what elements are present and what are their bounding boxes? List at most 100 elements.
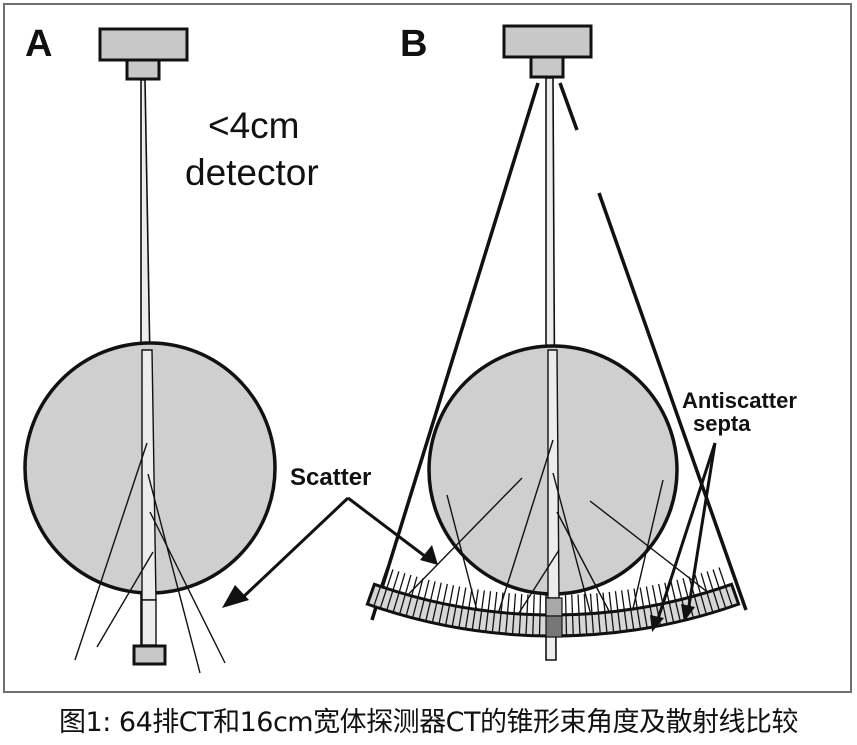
antiscatter-septum	[417, 578, 424, 598]
detector-cell-divider	[584, 613, 588, 636]
antiscatter-septum	[481, 590, 485, 611]
antiscatter-septum	[436, 582, 442, 603]
antiscatter-septum	[627, 589, 632, 610]
detector-cell-divider	[418, 599, 425, 620]
detector-cell-divider	[597, 613, 601, 635]
antiscatter-septum	[493, 591, 498, 612]
detector-cell-divider	[471, 609, 476, 631]
antiscatter-septum	[411, 576, 418, 597]
antiscatter-septum	[712, 569, 720, 589]
detector-cell-divider	[532, 614, 535, 636]
primary-detector-cell	[545, 615, 563, 638]
antiscatter-septum	[682, 578, 689, 598]
antiscatter-annotation: Antiscatter septa	[650, 388, 797, 632]
antiscatter-septum	[442, 583, 448, 604]
detector-cell-divider	[693, 595, 701, 617]
scatter-rays-a	[74, 442, 226, 674]
panel-b-label: B	[400, 23, 427, 65]
detector-cell-divider	[724, 586, 733, 607]
septa-label: septa	[693, 411, 751, 436]
antiscatter-septum	[614, 591, 619, 612]
arrowhead-left-icon	[222, 585, 249, 608]
antiscatter-septum	[621, 590, 625, 611]
detector-cell-divider	[511, 613, 515, 635]
detector-cell-divider	[662, 603, 668, 625]
panel-a: A <4cm detector	[23, 23, 319, 674]
detector-a-size: <4cm	[208, 105, 300, 146]
detector-cell-divider	[525, 614, 528, 636]
xray-tube-a-icon	[98, 27, 189, 81]
detector-cell-divider	[538, 614, 541, 636]
antiscatter-septum	[589, 593, 593, 614]
detector-cell-divider	[451, 606, 457, 627]
detector-cell-divider	[405, 595, 413, 617]
detector-cell-divider	[623, 610, 628, 632]
antiscatter-septum	[455, 586, 461, 607]
antiscatter-septum	[392, 571, 400, 591]
antiscatter-septum	[602, 592, 606, 613]
antiscatter-septum	[639, 587, 645, 608]
antiscatter-septum	[461, 587, 467, 608]
scatter-annotation: Scatter	[222, 464, 438, 608]
antiscatter-septum	[645, 586, 651, 607]
detector-cell-divider	[604, 612, 608, 634]
detector-cell-divider	[591, 613, 595, 635]
antiscatter-septum	[506, 593, 510, 614]
detector-a	[132, 644, 167, 666]
detector-cell-divider	[491, 611, 496, 633]
detector-cell-divider	[373, 586, 382, 607]
antiscatter-septum	[658, 583, 664, 604]
xray-tube-b-icon	[502, 24, 593, 79]
detector-cell-divider	[578, 614, 581, 636]
detector-cell-divider	[565, 614, 568, 636]
scatter-label: Scatter	[290, 464, 371, 491]
antiscatter-septum	[379, 567, 388, 587]
antiscatter-septum	[583, 594, 587, 615]
antiscatter-septum	[519, 594, 523, 615]
antiscatter-septum	[670, 581, 677, 601]
antiscatter-septum	[706, 571, 714, 591]
detector-cell-divider	[518, 613, 522, 636]
antiscatter-septum	[571, 594, 574, 615]
detector-cell-divider	[464, 608, 470, 630]
antiscatter-septum	[429, 581, 436, 601]
antiscatter-septum	[700, 573, 708, 593]
detector-cell-divider	[484, 610, 489, 632]
antiscatter-septum	[398, 573, 406, 593]
antiscatter-septum	[468, 588, 473, 609]
antiscatter-septum	[474, 589, 479, 610]
arrowhead-right-icon	[420, 545, 438, 565]
detector-cell-divider	[425, 600, 432, 622]
detector-cell-divider	[610, 611, 615, 633]
scatter-arrows	[238, 496, 431, 602]
antiscatter-septum	[526, 594, 529, 615]
detector-cell-divider	[630, 609, 635, 631]
antiscatter-septum	[423, 579, 430, 600]
detector-cell-divider	[386, 590, 394, 611]
antiscatter-septum	[448, 585, 455, 606]
detector-cell-divider	[438, 603, 444, 625]
detector-cell-divider	[444, 604, 451, 626]
detector-cell-divider	[505, 613, 509, 635]
detector-cell-divider	[617, 610, 622, 632]
detector-cell-divider	[674, 600, 681, 622]
figure-caption: 图1: 64排CT和16cm宽体探测器CT的锥形束角度及散射线比较	[59, 707, 798, 738]
detector-cell-divider	[571, 614, 574, 636]
antiscatter-septum	[532, 594, 535, 615]
detector-cell-divider	[700, 594, 708, 615]
antiscatter-septum	[633, 588, 638, 609]
arrowhead-septa-1-icon	[650, 615, 664, 632]
primary-beam-column	[545, 597, 563, 617]
detector-cell-divider	[718, 588, 727, 609]
detector-cell-divider	[478, 610, 483, 632]
antiscatter-septum	[577, 594, 580, 615]
antiscatter-septum	[676, 579, 683, 600]
detector-cell-divider	[636, 608, 642, 630]
detector-cell-divider	[668, 602, 675, 623]
detector-cell-divider	[411, 597, 419, 619]
detector-a-caption: detector	[185, 152, 319, 193]
detector-cell-divider	[392, 592, 400, 613]
antiscatter-septum	[487, 591, 492, 612]
arrowhead-septa-2-icon	[681, 604, 695, 622]
detector-cell-divider	[712, 590, 720, 611]
